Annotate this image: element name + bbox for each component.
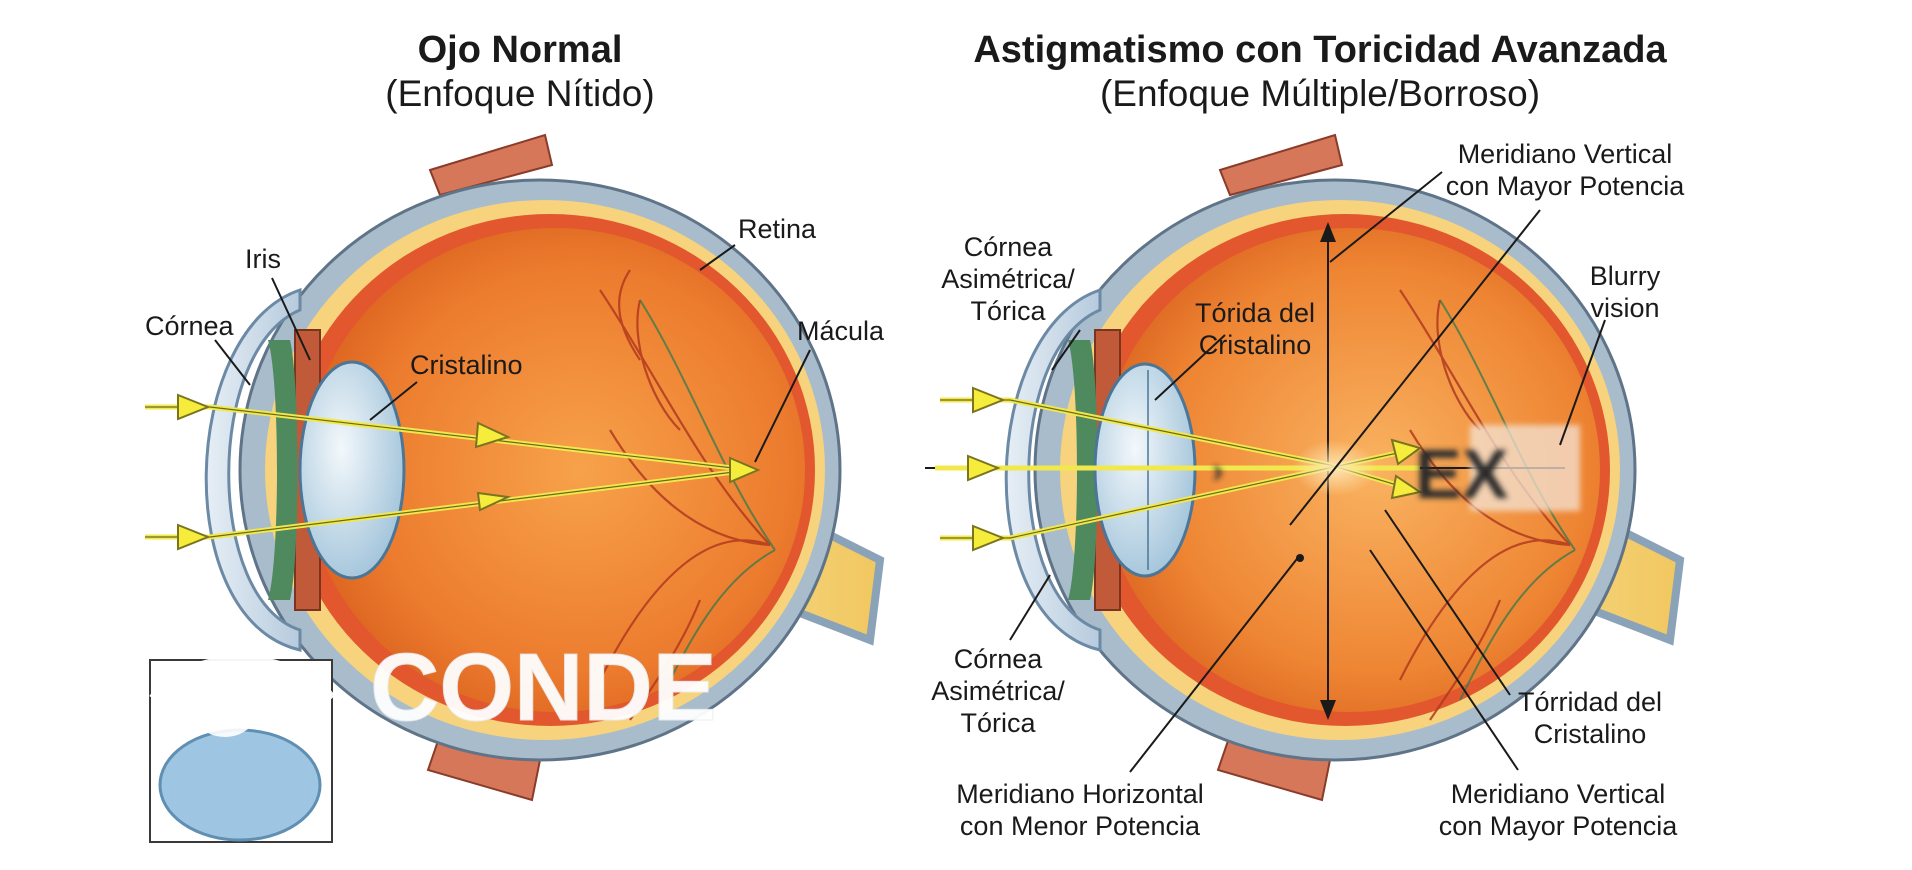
left-iris-pigment bbox=[268, 340, 298, 600]
label-cornea-top-3: Tórica bbox=[970, 296, 1046, 326]
left-subtitle: (Enfoque Nítido) bbox=[385, 73, 655, 114]
label-meridiano-vertical-top-2: con Mayor Potencia bbox=[1446, 171, 1686, 201]
blurry-arrow-glyph: › bbox=[1212, 452, 1223, 490]
right-title: Astigmatismo con Toricidad Avanzada bbox=[973, 29, 1667, 71]
right-cornea bbox=[1004, 287, 1102, 652]
watermark-text: CONDE bbox=[370, 634, 717, 741]
leader-blurry bbox=[1559, 319, 1606, 446]
left-leader-iris bbox=[271, 277, 311, 361]
leader-torridad bbox=[1384, 509, 1511, 696]
watermark: CONDE bbox=[149, 634, 717, 843]
leader-meridiano-vertical-top-a bbox=[1329, 171, 1443, 263]
label-meridiano-vertical-top-1: Meridiano Vertical bbox=[1458, 139, 1673, 169]
left-ray-arrowheads bbox=[177, 393, 761, 551]
leader-cornea-top bbox=[1051, 329, 1081, 371]
right-title-block: Astigmatismo con Toricidad Avanzada (Enf… bbox=[900, 28, 1740, 116]
left-leader-cornea bbox=[214, 339, 251, 386]
label-cornea-bottom-3: Tórica bbox=[960, 708, 1036, 738]
label-meridiano-horizontal-1: Meridiano Horizontal bbox=[956, 779, 1204, 809]
left-cornea bbox=[204, 287, 302, 652]
left-title: Ojo Normal bbox=[417, 29, 623, 71]
left-title-block: Ojo Normal (Enfoque Nítido) bbox=[300, 28, 740, 116]
right-muscle-top bbox=[1218, 133, 1344, 197]
label-retina: Retina bbox=[738, 214, 817, 244]
blurry-letters-text: EX bbox=[1415, 435, 1509, 513]
watermark-logo-drop bbox=[158, 728, 322, 842]
label-toridad-2: Cristalino bbox=[1199, 330, 1312, 360]
left-leader-cristalino bbox=[369, 381, 418, 421]
label-torridad-2: Cristalino bbox=[1534, 719, 1647, 749]
label-torridad-1: Tórridad del bbox=[1518, 687, 1662, 717]
label-iris: Iris bbox=[245, 244, 281, 274]
left-blood-vessels bbox=[599, 269, 771, 721]
label-cornea-left: Córnea bbox=[145, 311, 235, 341]
label-cornea-top-1: Córnea bbox=[964, 232, 1054, 262]
left-eye: Iris Córnea Cristalino Retina Mácula bbox=[145, 133, 885, 802]
leader-cornea-bottom bbox=[1009, 574, 1051, 641]
left-leader-retina bbox=[699, 244, 736, 271]
label-toridad-1: Tórida del bbox=[1195, 298, 1315, 328]
label-meridiano-horizontal-2: con Menor Potencia bbox=[960, 811, 1201, 841]
left-vitreous bbox=[305, 228, 805, 712]
left-leader-macula bbox=[754, 349, 811, 463]
leader-meridiano-vertical-bottom bbox=[1369, 549, 1519, 771]
label-cornea-bottom-2: Asimétrica/ bbox=[931, 676, 1065, 706]
label-macula: Mácula bbox=[797, 316, 885, 346]
right-ray-arrowheads bbox=[967, 386, 1423, 552]
label-meridiano-vertical-bottom-2: con Mayor Potencia bbox=[1439, 811, 1679, 841]
blurry-letters: EX › bbox=[1212, 425, 1580, 513]
right-eye: EX › Meridiano Vertical con Mayor Potenc… bbox=[925, 133, 1686, 841]
label-blurry-1: Blurry bbox=[1590, 261, 1661, 291]
label-meridiano-vertical-bottom-1: Meridiano Vertical bbox=[1451, 779, 1666, 809]
left-lens bbox=[298, 360, 406, 580]
label-cornea-bottom-1: Córnea bbox=[954, 644, 1044, 674]
label-cornea-top-2: Asimétrica/ bbox=[941, 264, 1075, 294]
leader-dot bbox=[1296, 554, 1304, 562]
leader-meridiano-vertical-top-b bbox=[1289, 209, 1541, 526]
label-blurry-2: vision bbox=[1590, 293, 1659, 323]
leader-toridad bbox=[1154, 334, 1226, 401]
right-subtitle: (Enfoque Múltiple/Borroso) bbox=[1099, 73, 1541, 114]
watermark-logo-eye-icon bbox=[188, 663, 262, 737]
label-cristalino: Cristalino bbox=[410, 350, 523, 380]
leader-meridiano-horizontal bbox=[1129, 554, 1301, 773]
left-muscle-top bbox=[428, 133, 554, 197]
right-blood-vessels bbox=[1399, 289, 1571, 721]
